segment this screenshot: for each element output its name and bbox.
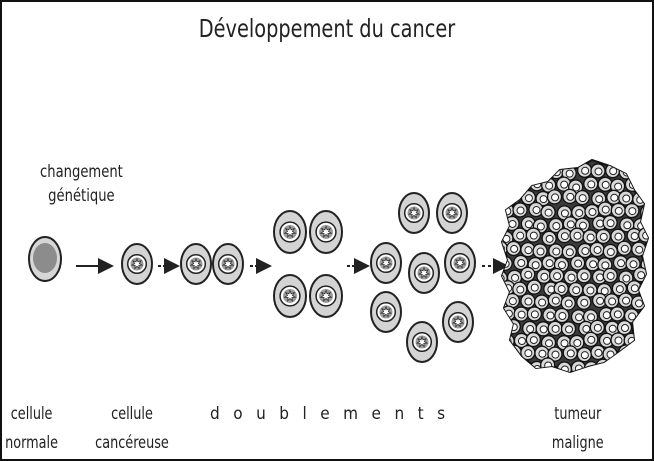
- cancer-cell: [121, 243, 153, 285]
- cancer-label-line2: cancéreuse: [95, 433, 169, 453]
- cancer-cell-icon: [408, 252, 440, 294]
- cancer-cell-icon: [309, 210, 343, 254]
- doubling-stage-3: [370, 192, 476, 363]
- cancer-cell-icon: [398, 192, 430, 234]
- cancer-cell-label: cellule cancéreuse: [90, 400, 174, 458]
- genetic-change-line1: changement: [40, 162, 123, 182]
- cancer-cell-icon: [121, 243, 153, 285]
- normal-label-line2: normale: [5, 433, 59, 453]
- malignant-tumor: [500, 158, 650, 374]
- genetic-change-line2: génétique: [48, 186, 115, 206]
- genetic-change-label: changement génétique: [40, 160, 123, 208]
- cancer-cell-icon: [370, 242, 402, 284]
- doubling-stage-1: [180, 243, 244, 285]
- tumor-label: tumeur maligne: [540, 400, 616, 458]
- cancer-cell-icon: [444, 242, 476, 284]
- cancer-label-line1: cellule: [111, 404, 153, 424]
- cancer-cell-icon: [180, 243, 212, 285]
- cancer-cell-icon: [273, 210, 307, 254]
- doubling-label: doublements: [210, 404, 459, 424]
- diagram-title: Développement du cancer: [198, 14, 456, 43]
- doubling-stage-2: [273, 210, 343, 318]
- cancer-cell-icon: [442, 301, 474, 343]
- tumor-label-line2: maligne: [551, 433, 604, 453]
- cancer-cell-icon: [406, 321, 438, 363]
- cancer-cell-icon: [212, 243, 244, 285]
- cancer-cell-icon: [370, 291, 402, 333]
- normal-cell: [28, 236, 62, 282]
- cancer-cell-icon: [273, 274, 307, 318]
- cancer-cell-icon: [309, 274, 343, 318]
- normal-cell-label: cellule normale: [0, 400, 65, 458]
- tumor-label-line1: tumeur: [554, 404, 602, 424]
- cancer-cell-icon: [436, 192, 468, 234]
- normal-label-line1: cellule: [10, 404, 53, 424]
